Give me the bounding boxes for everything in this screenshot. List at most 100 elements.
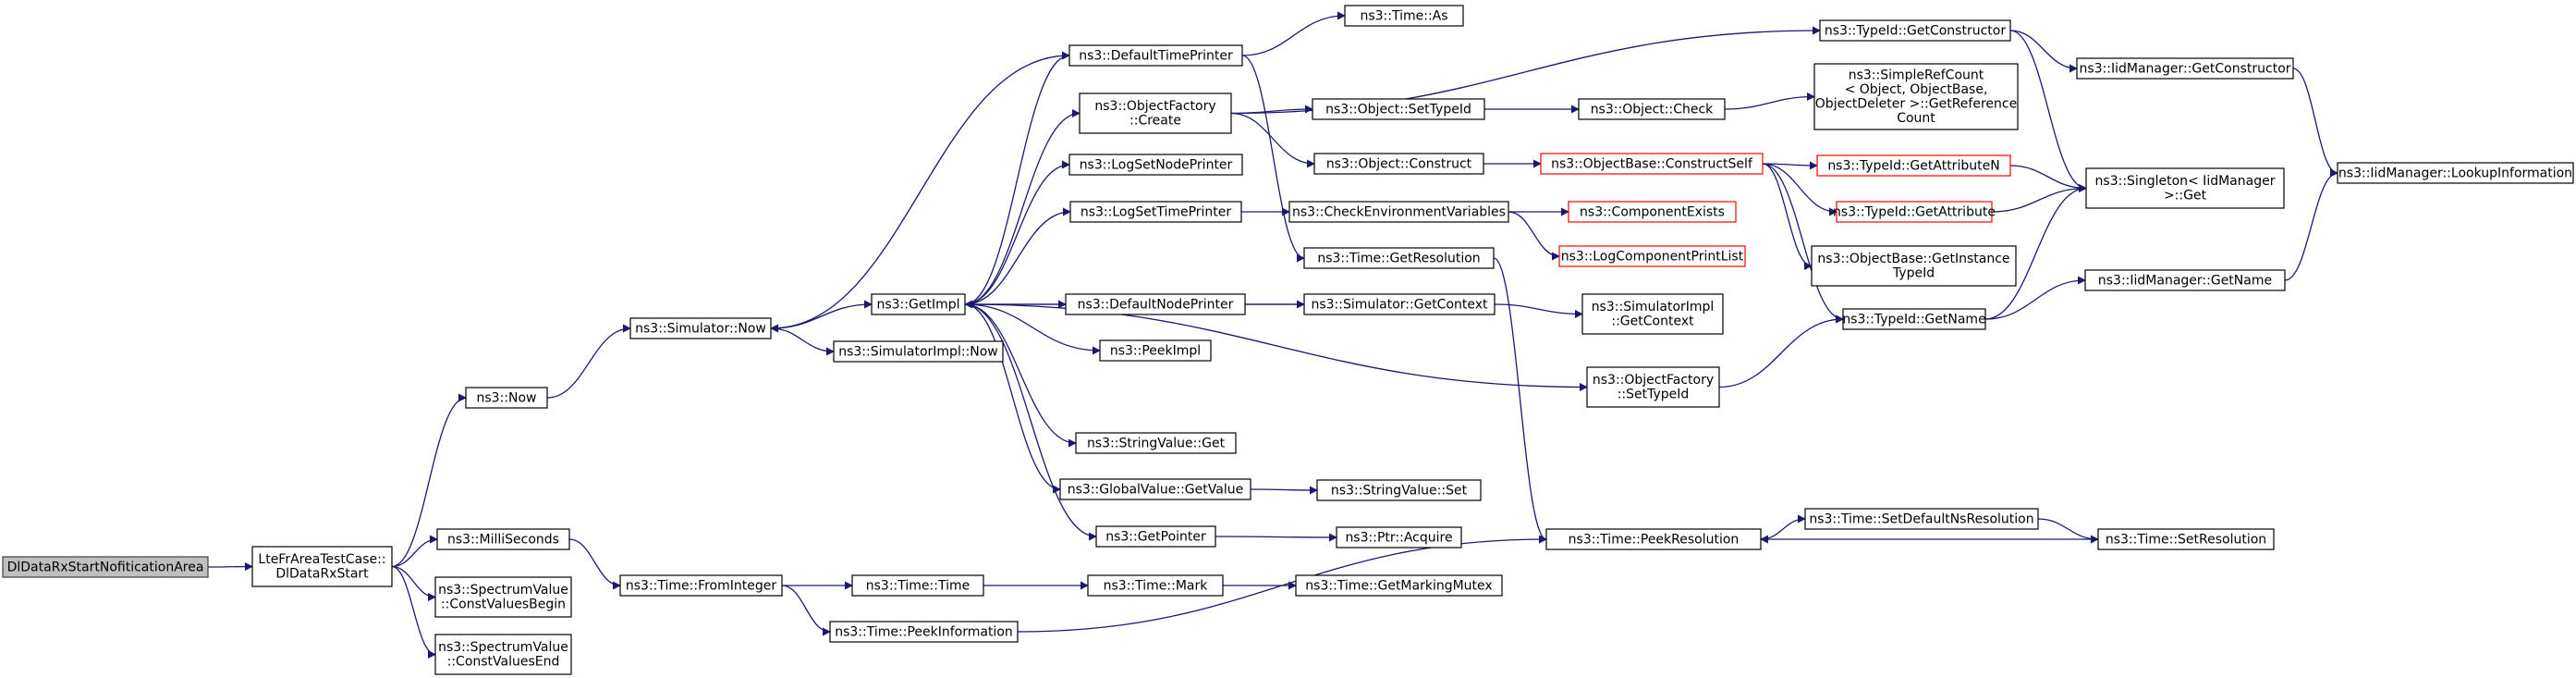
node-box bbox=[1068, 44, 1243, 67]
node-strvalget[interactable]: ns3::StringValue::Get bbox=[1075, 432, 1237, 454]
node-simimplctx[interactable]: ns3::SimulatorImpl::GetContext bbox=[1581, 293, 1724, 335]
node-box bbox=[1313, 153, 1484, 175]
node-typeidgetname[interactable]: ns3::TypeId::GetName bbox=[1842, 308, 1986, 330]
node-box bbox=[1578, 98, 1726, 120]
node-label-line: ns3::Time::Time bbox=[866, 578, 970, 593]
edge-typeidgetctor-to-singletonget bbox=[2009, 30, 2087, 192]
node-label-line: ns3::IidManager::GetConstructor bbox=[2079, 61, 2290, 76]
node-timetime[interactable]: ns3::Time::Time bbox=[851, 574, 984, 597]
node-box bbox=[829, 621, 1019, 643]
node-box bbox=[619, 574, 783, 597]
node-label-line: ns3::IidManager::GetName bbox=[2098, 273, 2272, 288]
node-box bbox=[434, 634, 572, 675]
node-label-line: >::Get bbox=[2164, 189, 2207, 203]
edge-getimpl-to-globalget bbox=[964, 303, 1061, 494]
node-peekinfo[interactable]: ns3::Time::PeekInformation bbox=[829, 621, 1019, 643]
node-box bbox=[1295, 574, 1503, 597]
node-ptracquire[interactable]: ns3::Ptr::Acquire bbox=[1336, 526, 1462, 549]
edge-typeidgetattr-to-singletonget bbox=[1991, 184, 2087, 213]
node-peekres[interactable]: ns3::Time::PeekResolution bbox=[1545, 528, 1762, 550]
node-logsetnode[interactable]: ns3::LogSetNodePrinter bbox=[1068, 154, 1243, 176]
edge-fromint-to-peekinfo bbox=[781, 585, 831, 636]
node-millis[interactable]: ns3::MilliSeconds bbox=[436, 528, 570, 550]
node-label-line: ::SetTypeId bbox=[1618, 388, 1690, 402]
node-getpointer[interactable]: ns3::GetPointer bbox=[1095, 525, 1216, 548]
node-getimpl[interactable]: ns3::GetImpl bbox=[871, 293, 966, 315]
node-simimplnow[interactable]: ns3::SimulatorImpl::Now bbox=[833, 340, 1004, 363]
node-now[interactable]: ns3::Now bbox=[465, 387, 548, 409]
node-label-line: ns3::CheckEnvironmentVariables bbox=[1292, 204, 1506, 219]
node-box bbox=[1545, 528, 1762, 550]
node-timemark[interactable]: ns3::Time::Mark bbox=[1087, 574, 1224, 597]
node-fromint[interactable]: ns3::Time::FromInteger bbox=[619, 574, 783, 597]
node-ltefr[interactable]: LteFrAreaTestCase::DlDataRxStart bbox=[251, 546, 393, 587]
node-strvalset[interactable]: ns3::StringValue::Set bbox=[1316, 479, 1482, 501]
node-box bbox=[1804, 508, 2039, 530]
node-iidgetctor[interactable]: ns3::IidManager::GetConstructor bbox=[2076, 57, 2294, 80]
node-label-line: ns3::PeekImpl bbox=[1110, 343, 1201, 358]
node-label-line: LteFrAreaTestCase:: bbox=[258, 552, 385, 567]
node-label-line: ns3::Time::SetResolution bbox=[2106, 532, 2266, 547]
node-cvbegin[interactable]: ns3::SpectrumValue::ConstValuesBegin bbox=[434, 576, 572, 618]
node-defnodeprinter[interactable]: ns3::DefaultNodePrinter bbox=[1065, 293, 1246, 315]
node-label-line: ns3::Time::PeekInformation bbox=[835, 624, 1013, 639]
node-typeidgetattrn[interactable]: ns3::TypeId::GetAttributeN bbox=[1816, 154, 2011, 177]
node-objfactsettid[interactable]: ns3::ObjectFactory::SetTypeId bbox=[1586, 366, 1720, 408]
node-label-line: ns3::ComponentExists bbox=[1580, 204, 1725, 219]
node-simnow[interactable]: ns3::Simulator::Now bbox=[629, 317, 772, 339]
node-box bbox=[1540, 153, 1764, 175]
node-setdefnsres[interactable]: ns3::Time::SetDefaultNsResolution bbox=[1804, 508, 2039, 530]
node-iidgetname[interactable]: ns3::IidManager::GetName bbox=[2084, 269, 2286, 291]
node-compexists[interactable]: ns3::ComponentExists bbox=[1568, 201, 1737, 223]
node-label-line: ns3::DefaultNodePrinter bbox=[1078, 297, 1234, 312]
node-typeidgetattr[interactable]: ns3::TypeId::GetAttribute bbox=[1833, 201, 1996, 223]
node-simplerefcount[interactable]: ns3::SimpleRefCount< Object, ObjectBase,… bbox=[1813, 63, 2019, 130]
node-label-line: ns3::TypeId::GetAttributeN bbox=[1827, 158, 1999, 173]
node-timeas[interactable]: ns3::Time::As bbox=[1344, 5, 1464, 27]
node-setres[interactable]: ns3::Time::SetResolution bbox=[2097, 528, 2275, 550]
node-logcomplist[interactable]: ns3::LogComponentPrintList bbox=[1558, 245, 1746, 267]
edge-getimpl-to-logsettime bbox=[964, 207, 1071, 305]
node-label-line: ns3::TypeId::GetName bbox=[1842, 312, 1985, 327]
edge-objcheck-to-simplerefcount bbox=[1724, 92, 1815, 110]
node-label-line: ns3::Object::Construct bbox=[1326, 156, 1472, 171]
edge-deftimeprinter-to-simnow bbox=[770, 55, 1070, 333]
node-objsettypeid[interactable]: ns3::Object::SetTypeId bbox=[1312, 98, 1485, 120]
node-label-line: ::GetContext bbox=[1611, 314, 1694, 329]
edge-now-to-simnow bbox=[546, 324, 631, 399]
node-peekimpl[interactable]: ns3::PeekImpl bbox=[1099, 339, 1212, 362]
edge-globalget-to-strvalset bbox=[1250, 486, 1318, 495]
node-label-line: ns3::Time::Mark bbox=[1104, 578, 1209, 593]
node-deftimeprinter[interactable]: ns3::DefaultTimePrinter bbox=[1068, 44, 1243, 67]
node-objbasecs[interactable]: ns3::ObjectBase::ConstructSelf bbox=[1540, 153, 1764, 175]
node-simgetctx[interactable]: ns3::Simulator::GetContext bbox=[1303, 293, 1496, 315]
node-cvend[interactable]: ns3::SpectrumValue::ConstValuesEnd bbox=[434, 634, 572, 675]
node-box bbox=[2097, 528, 2275, 550]
node-label-line: ns3::SpectrumValue bbox=[438, 583, 568, 598]
node-globalget[interactable]: ns3::GlobalValue::GetValue bbox=[1059, 478, 1251, 500]
node-timegetres[interactable]: ns3::Time::GetResolution bbox=[1303, 247, 1495, 269]
node-box bbox=[1099, 339, 1212, 362]
node-box bbox=[1312, 98, 1485, 120]
edge-simnow-to-simimplnow bbox=[770, 327, 835, 356]
edge-simnow-to-getimpl bbox=[770, 300, 873, 329]
node-singletonget[interactable]: ns3::Singleton< IidManager>::Get bbox=[2085, 167, 2285, 209]
node-label-line: ns3::Time::PeekResolution bbox=[1569, 532, 1740, 547]
node-box bbox=[1069, 201, 1242, 223]
node-logsettime[interactable]: ns3::LogSetTimePrinter bbox=[1069, 201, 1242, 223]
node-iidlookup[interactable]: ns3::IidManager::LookupInformation bbox=[2337, 162, 2574, 184]
node-label-line: ns3::Time::SetDefaultNsResolution bbox=[1809, 512, 2033, 526]
node-label-line: DlDataRxStartNofiticationArea bbox=[7, 560, 204, 574]
node-getmarkmutex[interactable]: ns3::Time::GetMarkingMutex bbox=[1295, 574, 1503, 597]
node-objcheck[interactable]: ns3::Object::Check bbox=[1578, 98, 1726, 120]
edge-getpointer-to-ptracquire bbox=[1215, 533, 1337, 542]
node-objfactcreate[interactable]: ns3::ObjectFactory::Create bbox=[1079, 92, 1232, 134]
edge-deftimeprinter-to-timegetres bbox=[1241, 55, 1305, 263]
node-label-line: ns3::ObjectBase::ConstructSelf bbox=[1551, 156, 1753, 171]
node-checkenv[interactable]: ns3::CheckEnvironmentVariables bbox=[1288, 201, 1509, 223]
node-typeidgetctor[interactable]: ns3::TypeId::GetConstructor bbox=[1819, 19, 2011, 42]
node-box bbox=[1836, 201, 1993, 223]
node-objconstruct[interactable]: ns3::Object::Construct bbox=[1313, 153, 1484, 175]
edge-getimpl-to-deftimeprinter bbox=[964, 51, 1070, 305]
